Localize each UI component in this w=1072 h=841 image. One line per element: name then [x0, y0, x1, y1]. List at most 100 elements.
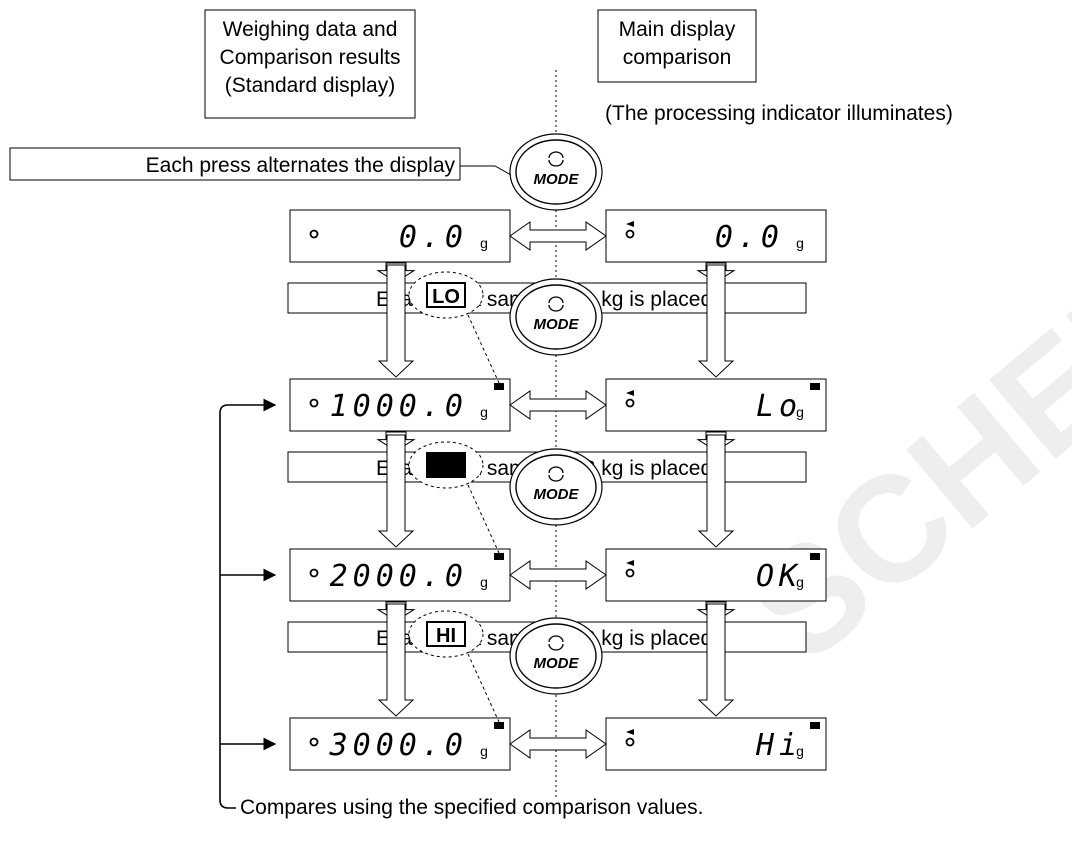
- cycle-arrows-icon: [548, 296, 564, 312]
- mode-key-label: MODE: [534, 655, 580, 672]
- mode-key[interactable]: MODE: [509, 278, 603, 356]
- right-display-0: 0.0 g: [605, 209, 827, 263]
- mode-key[interactable]: MODE: [509, 617, 603, 695]
- left-display-frame: [289, 548, 511, 602]
- unit-label: g: [796, 743, 804, 759]
- header-right-line-2: comparison: [623, 46, 732, 69]
- flow-arrow: [697, 264, 735, 378]
- comparison-callout: HI: [408, 610, 500, 723]
- header-left-line-1: Weighing data and: [223, 18, 398, 41]
- mode-key-inner: [515, 623, 597, 689]
- unit-label: g: [480, 404, 488, 420]
- right-display-1: Log: [605, 378, 827, 432]
- header-left-line-3: (Standard display): [225, 74, 395, 97]
- processing-indicator-icon: [626, 729, 634, 735]
- callout-leader: [467, 484, 500, 554]
- right-display-2: OKg: [605, 548, 827, 602]
- left-display-value: 3000.0: [329, 728, 468, 763]
- right-display-value: OK: [756, 559, 802, 594]
- comparison-indicator-icon: [494, 722, 504, 729]
- right-display-value: Lo: [756, 389, 802, 424]
- flow-arrow: [697, 434, 735, 548]
- cycle-arrows-icon: [548, 635, 564, 651]
- footer-note: Compares using the specified comparison …: [240, 796, 703, 819]
- left-display-3: 3000.0 g: [289, 717, 511, 771]
- left-display-frame: [289, 209, 511, 263]
- unit-label: g: [796, 404, 804, 420]
- stable-indicator-icon: [309, 229, 319, 239]
- mode-key-inner: [515, 284, 597, 350]
- rows: 0.0g0.0gMODEExample: a sample of 1 kg is…: [287, 133, 827, 771]
- header-right-line-1: Main display: [619, 18, 736, 41]
- comparison-badge-label: HI: [436, 625, 456, 647]
- processing-indicator-icon: [626, 390, 634, 396]
- comparison-badge-icon: [426, 282, 466, 308]
- unit-label: g: [480, 235, 488, 251]
- right-display-value: 0.0: [715, 220, 784, 255]
- left-display-frame: [289, 717, 511, 771]
- processing-indicator-icon: [626, 221, 634, 227]
- stable-indicator-icon: [625, 568, 635, 578]
- callout-leader: [467, 653, 500, 723]
- callout-leader: [467, 314, 500, 384]
- left-display-value: 0.0: [399, 220, 468, 255]
- right-display-frame: [605, 717, 827, 771]
- unit-label: g: [480, 743, 488, 759]
- mode-key[interactable]: MODE: [509, 133, 603, 211]
- comparison-badge-label: LO: [432, 286, 460, 308]
- stable-indicator-icon: [625, 737, 635, 747]
- header-left-box: Weighing data and Comparison results (St…: [204, 9, 416, 119]
- left-display-2: 2000.0 g: [289, 548, 511, 602]
- comparison-indicator-icon: [810, 722, 820, 729]
- switch-display-arrow: [509, 560, 607, 590]
- header-left-line-2: Comparison results: [220, 46, 401, 69]
- press-note: Each press alternates the display: [146, 154, 456, 177]
- cycle-arrows-icon: [548, 151, 564, 167]
- flow-arrow: [377, 434, 415, 548]
- stable-indicator-icon: [625, 229, 635, 239]
- processing-indicator-icon: [626, 560, 634, 566]
- feedback-bracket: [219, 398, 277, 809]
- left-display-1: 1000.0 g: [289, 378, 511, 432]
- mode-key-inner: [515, 139, 597, 205]
- comparison-indicator-icon: [494, 553, 504, 560]
- processing-note: (The processing indicator illuminates): [605, 102, 953, 125]
- left-display-0: 0.0 g: [289, 209, 511, 263]
- flow-arrow: [377, 603, 415, 717]
- comparison-badge-icon: [426, 621, 466, 647]
- comparison-indicator-icon: [810, 553, 820, 560]
- unit-label: g: [480, 574, 488, 590]
- mode-key-label: MODE: [534, 316, 580, 333]
- comparison-indicator-icon: [810, 383, 820, 390]
- stable-indicator-icon: [309, 737, 319, 747]
- mode-key[interactable]: MODE: [509, 448, 603, 526]
- switch-display-arrow: [509, 729, 607, 759]
- mode-key-label: MODE: [534, 171, 580, 188]
- comparison-callout: LO: [408, 271, 500, 384]
- cycle-arrows-icon: [548, 466, 564, 482]
- switch-display-arrow: [509, 221, 607, 251]
- mode-key-label: MODE: [534, 486, 580, 503]
- left-display-value: 2000.0: [330, 559, 468, 594]
- right-display-frame: [605, 548, 827, 602]
- comparison-callout: OK: [408, 441, 500, 554]
- right-display-frame: [605, 378, 827, 432]
- stable-indicator-icon: [309, 568, 319, 578]
- flow-arrow: [697, 603, 735, 717]
- mode-key-inner: [515, 454, 597, 520]
- press-note-box: Each press alternates the display: [9, 147, 461, 181]
- header-right-box: Main display comparison: [597, 9, 757, 83]
- left-display-value: 1000.0: [330, 389, 468, 424]
- unit-label: g: [796, 574, 804, 590]
- comparison-indicator-icon: [494, 383, 504, 390]
- stable-indicator-icon: [309, 398, 319, 408]
- right-display-3: Hig: [605, 717, 827, 771]
- flow-arrow: [377, 264, 415, 378]
- unit-label: g: [796, 235, 804, 251]
- comparison-badge-label: OK: [431, 456, 462, 478]
- comparison-badge-icon: [426, 452, 466, 478]
- stable-indicator-icon: [625, 398, 635, 408]
- right-display-value: Hi: [755, 728, 802, 763]
- left-display-frame: [289, 378, 511, 432]
